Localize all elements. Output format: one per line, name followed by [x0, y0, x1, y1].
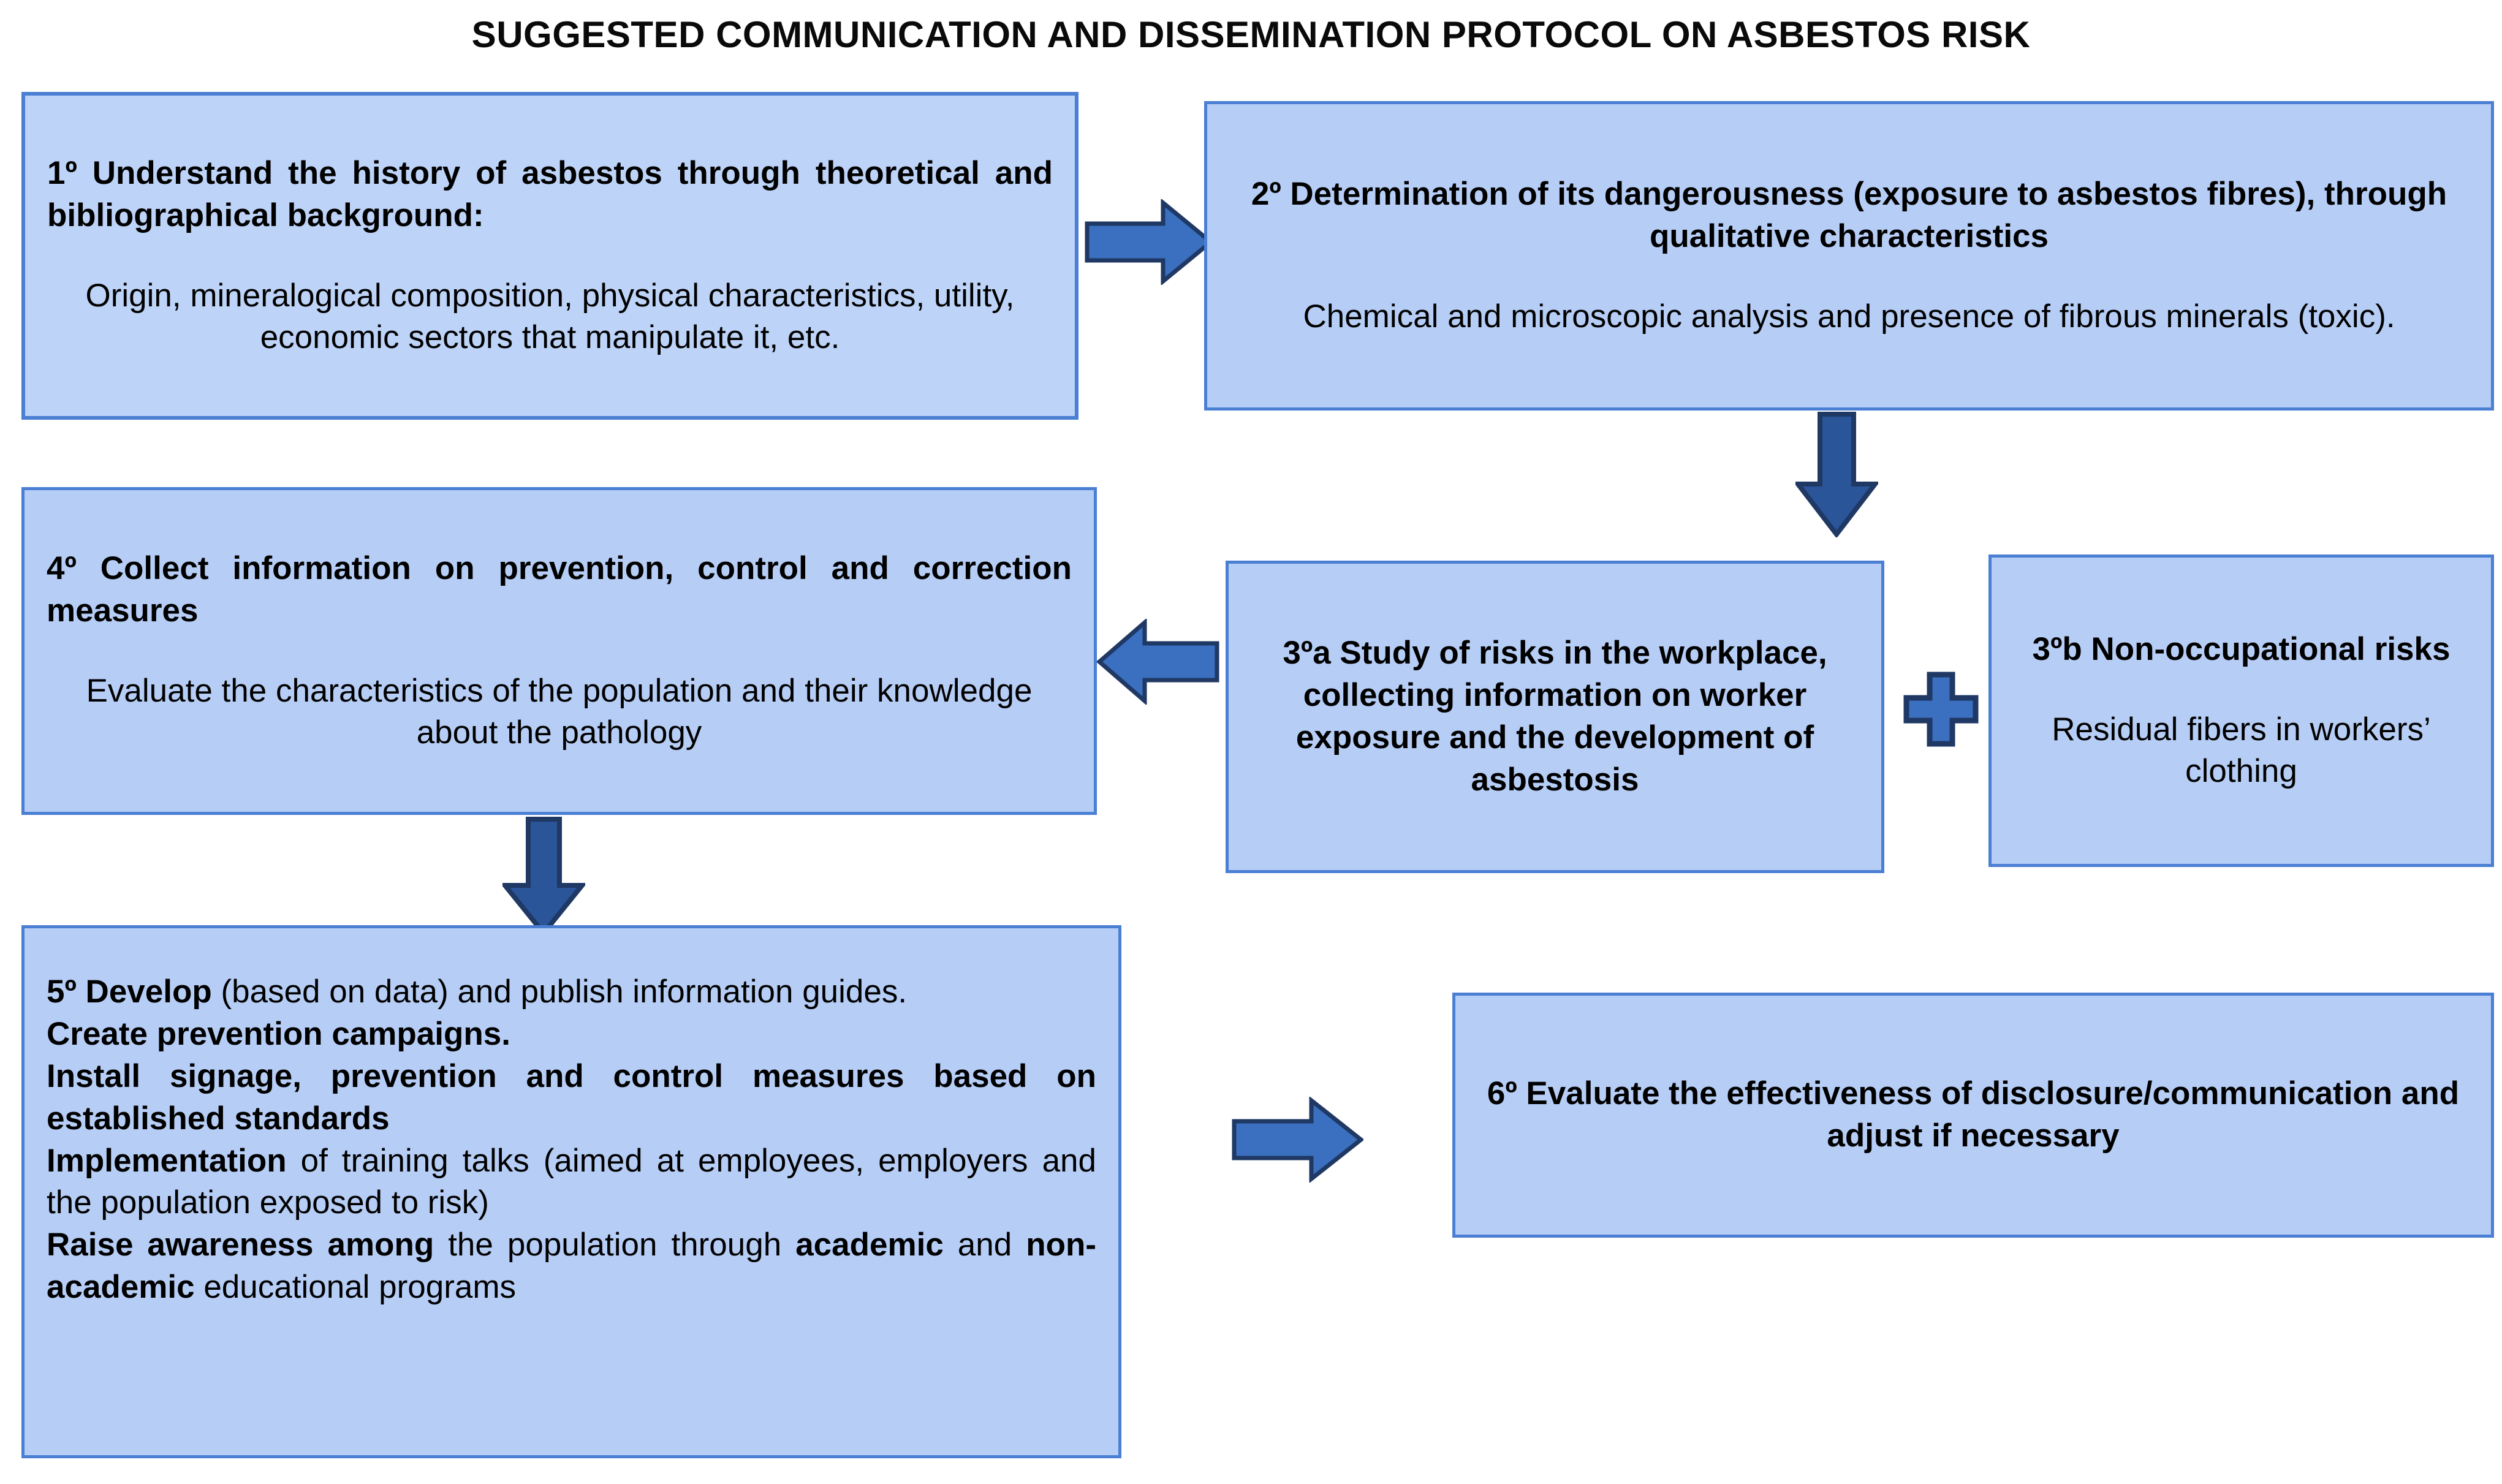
- step-5-line-4: Implementation of training talks (aimed …: [47, 1140, 1096, 1225]
- step-6-heading: 6º Evaluate the effectiveness of disclos…: [1487, 1075, 2460, 1154]
- step-5-line-5-mid2: and: [943, 1227, 1026, 1263]
- step-5-line-1-bold: 5º Develop: [47, 974, 212, 1010]
- step-5-line-1: 5º Develop (based on data) and publish i…: [47, 971, 1096, 1013]
- step-2-heading: 2º Determination of its dangerousness (e…: [1251, 176, 2447, 255]
- step-5-line-1-rest: (based on data) and publish information …: [211, 974, 908, 1010]
- step-5-line-5-end: educational programs: [194, 1269, 517, 1306]
- page-title: SUGGESTED COMMUNICATION AND DISSEMINATIO…: [471, 14, 2031, 55]
- step-3b-heading: 3ºb Non-occupational risks: [2032, 630, 2451, 667]
- step-5-line-4-bold: Implementation: [47, 1142, 287, 1179]
- step-5-line-5-bold-b: academic: [795, 1227, 944, 1263]
- step-5-line-5-mid: the population through: [434, 1227, 796, 1263]
- step-1-heading: 1º Understand the history of asbestos th…: [47, 154, 1053, 233]
- step-3a-box[interactable]: 3ºa Study of risks in the workplace, col…: [1226, 561, 1884, 873]
- step-3b-box[interactable]: 3ºb Non-occupational risks Residual fibe…: [1988, 555, 2494, 867]
- step-5-line-5-bold-a: Raise awareness among: [47, 1227, 434, 1263]
- step-4-box[interactable]: 4º Collect information on prevention, co…: [21, 487, 1097, 815]
- plus-icon: [1903, 671, 1979, 748]
- step-4-body: Evaluate the characteristics of the popu…: [86, 672, 1033, 751]
- step-2-box[interactable]: 2º Determination of its dangerousness (e…: [1204, 101, 2494, 411]
- step-5-line-5: Raise awareness among the population thr…: [47, 1224, 1096, 1309]
- step-5-line-3: Install signage, prevention and control …: [47, 1058, 1096, 1137]
- step-3b-body: Residual fibers in workers’ clothing: [2052, 711, 2431, 790]
- step-5-line-4-rest: of training talks (aimed at employees, e…: [47, 1142, 1096, 1221]
- step-6-box[interactable]: 6º Evaluate the effectiveness of disclos…: [1452, 993, 2494, 1238]
- arrow-step1-to-step2: [1085, 199, 1213, 285]
- step-3a-heading: 3ºa Study of risks in the workplace, col…: [1283, 635, 1827, 798]
- step-4-heading: 4º Collect information on prevention, co…: [47, 550, 1072, 629]
- arrow-step5-to-step6: [1232, 1097, 1363, 1183]
- arrow-step4-to-step5: [502, 817, 585, 936]
- arrow-step3a-to-step4: [1097, 619, 1219, 705]
- step-2-body: Chemical and microscopic analysis and pr…: [1303, 298, 2395, 335]
- step-5-line-2: Create prevention campaigns.: [47, 1015, 510, 1052]
- step-5-line-5-bold-c: non-academic: [47, 1227, 1096, 1306]
- arrow-step2-to-step3a: [1795, 412, 1878, 537]
- step-1-body: Origin, mineralogical composition, physi…: [85, 277, 1015, 356]
- step-1-box[interactable]: 1º Understand the history of asbestos th…: [21, 92, 1079, 420]
- step-5-box[interactable]: 5º Develop (based on data) and publish i…: [21, 925, 1121, 1458]
